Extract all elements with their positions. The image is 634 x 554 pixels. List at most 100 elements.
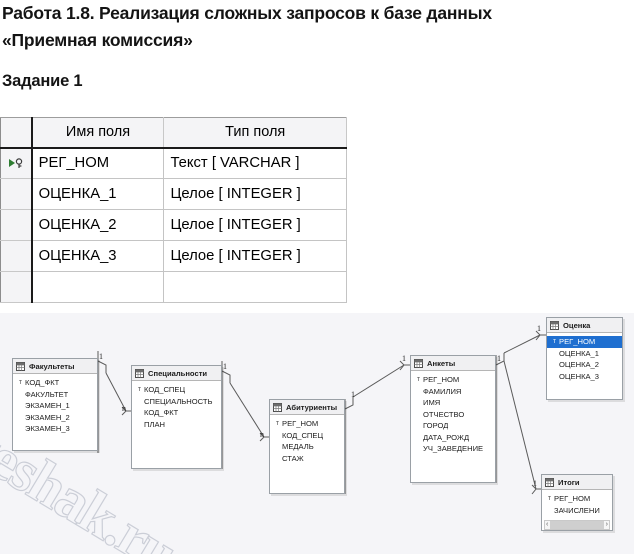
entity-ocenka[interactable]: Оценка ᴛ РЕГ_НОМ ОЦЕНКА_1 ОЦЕНКА_2 ОЦЕНК <box>546 317 623 400</box>
entity-field[interactable]: УЧ_ЗАВЕДЕНИЕ <box>411 443 495 455</box>
cardinality-label-fakultety-one: 1 <box>99 352 103 361</box>
entity-header[interactable]: Итоги <box>542 475 612 490</box>
entity-header[interactable]: Специальности <box>132 366 221 381</box>
entity-field[interactable]: ᴛ КОД_СПЕЦ <box>132 384 221 396</box>
table-grid-icon <box>414 358 423 368</box>
scrollbar-thumb[interactable] <box>550 521 604 529</box>
field-type-cell[interactable] <box>163 271 347 303</box>
page-title-line-2: «Приемная комиссия» <box>2 30 193 50</box>
entity-field[interactable]: МЕДАЛЬ <box>270 441 344 453</box>
field-name-cell[interactable]: ОЦЕНКА_1 <box>31 178 165 210</box>
entity-field[interactable]: ᴛ РЕГ_НОМ <box>542 493 612 505</box>
entity-header[interactable]: Факультеты <box>13 359 97 374</box>
entity-field[interactable]: ИМЯ <box>411 397 495 409</box>
entity-field-selected[interactable]: ᴛ РЕГ_НОМ <box>547 336 622 348</box>
entity-field[interactable]: КОД_СПЕЦ <box>270 430 344 442</box>
field-label: КОД_ФКТ <box>25 378 60 388</box>
field-label: КОД_СПЕЦ <box>282 430 324 440</box>
entity-field[interactable]: ЭКЗАМЕН_3 <box>13 423 97 435</box>
entity-field[interactable]: ЭКЗАМЕН_1 <box>13 400 97 412</box>
entity-field[interactable]: ОЦЕНКА_1 <box>547 348 622 360</box>
field-type-cell[interactable]: Целое [ INTEGER ] <box>163 209 347 241</box>
entity-field[interactable]: ᴛ РЕГ_НОМ <box>411 374 495 386</box>
entity-field[interactable]: ПЛАН <box>132 419 221 431</box>
entity-field[interactable]: ЗАЧИСЛЕНИ <box>542 505 612 517</box>
field-type-cell[interactable]: Целое [ INTEGER ] <box>163 178 347 210</box>
row-selector[interactable] <box>0 209 33 241</box>
row-selector[interactable] <box>0 271 33 303</box>
entity-field-list: ᴛ КОД_СПЕЦ СПЕЦИАЛЬНОСТЬ КОД_ФКТ ПЛАН <box>132 381 221 432</box>
field-name-cell[interactable]: ОЦЕНКА_2 <box>31 209 165 241</box>
entity-field[interactable]: ГОРОД <box>411 420 495 432</box>
table-grid-icon <box>135 368 144 378</box>
field-label: ОТЧЕСТВО <box>423 409 465 419</box>
field-label: РЕГ_НОМ <box>423 375 460 385</box>
entity-header[interactable]: Оценка <box>547 318 622 333</box>
entity-field[interactable]: ОЦЕНКА_3 <box>547 371 622 383</box>
entity-field[interactable]: СТАЖ <box>270 453 344 465</box>
entity-itogi[interactable]: Итоги ᴛ РЕГ_НОМ ЗАЧИСЛЕНИ ‹ › <box>541 474 613 531</box>
entity-field[interactable]: ЭКЗАМЕН_2 <box>13 412 97 424</box>
scroll-right-arrow-icon[interactable]: › <box>605 521 608 528</box>
field-name-cell[interactable] <box>31 271 165 303</box>
primary-key-icon: ᴛ <box>552 338 557 346</box>
entity-header[interactable]: Анкеты <box>411 356 495 371</box>
column-header-field-name[interactable]: Имя поля <box>31 117 165 149</box>
field-label: ЭКЗАМЕН_2 <box>25 412 70 422</box>
field-name-cell[interactable]: ОЦЕНКА_3 <box>31 240 165 272</box>
entity-title: Итоги <box>558 477 580 487</box>
field-definition-grid[interactable]: Имя поля Тип поля Р <box>0 117 347 310</box>
field-label: СТАЖ <box>282 453 304 463</box>
field-label: МЕДАЛЬ <box>282 442 314 452</box>
cardinality-label-ankety-right: 1 <box>497 354 501 363</box>
entity-field[interactable]: СПЕЦИАЛЬНОСТЬ <box>132 396 221 408</box>
entity-field[interactable]: ФАМИЛИЯ <box>411 386 495 398</box>
entity-title: Абитуриенты <box>286 402 338 412</box>
table-row-empty[interactable] <box>0 271 347 303</box>
horizontal-scrollbar[interactable]: ‹ › <box>544 520 610 530</box>
row-selector[interactable] <box>0 178 33 210</box>
entity-ankety[interactable]: Анкеты ᴛ РЕГ_НОМ ФАМИЛИЯ ИМЯ ОТЧЕСТВО <box>410 355 496 483</box>
entity-abiturienty[interactable]: Абитуриенты ᴛ РЕГ_НОМ КОД_СПЕЦ МЕДАЛЬ СТ <box>269 399 345 494</box>
entity-field[interactable]: КОД_ФКТ <box>132 407 221 419</box>
scroll-left-arrow-icon[interactable]: ‹ <box>546 521 549 528</box>
column-header-field-type[interactable]: Тип поля <box>163 117 347 149</box>
field-label: ДАТА_РОЖД <box>423 432 470 442</box>
entity-field[interactable]: ФАКУЛЬТЕТ <box>13 389 97 401</box>
relationships-diagram[interactable]: Факультеты ᴛ КОД_ФКТ ФАКУЛЬТЕТ ЭКЗАМЕН_1 <box>0 313 634 554</box>
table-row[interactable]: ОЦЕНКА_1 Целое [ INTEGER ] <box>0 178 347 210</box>
entity-field-list: ᴛ РЕГ_НОМ КОД_СПЕЦ МЕДАЛЬ СТАЖ <box>270 415 344 466</box>
cardinality-label-ankety-left: 1 <box>402 354 406 363</box>
entity-fakultety[interactable]: Факультеты ᴛ КОД_ФКТ ФАКУЛЬТЕТ ЭКЗАМЕН_1 <box>12 358 98 451</box>
field-label: РЕГ_НОМ <box>282 419 319 429</box>
field-type-cell[interactable]: Текст [ VARCHAR ] <box>163 147 347 179</box>
current-record-key-icon <box>7 157 25 169</box>
field-label: УЧ_ЗАВЕДЕНИЕ <box>423 444 484 454</box>
entity-header[interactable]: Абитуриенты <box>270 400 344 415</box>
entity-field[interactable]: ᴛ РЕГ_НОМ <box>270 418 344 430</box>
cardinality-label-itogi-one: 1 <box>533 479 537 488</box>
table-grid-icon <box>545 477 554 487</box>
entity-field[interactable]: ДАТА_РОЖД <box>411 432 495 444</box>
row-selector[interactable] <box>0 240 33 272</box>
entity-field[interactable]: ОТЧЕСТВО <box>411 409 495 421</box>
table-row[interactable]: ОЦЕНКА_2 Целое [ INTEGER ] <box>0 209 347 241</box>
field-label: ОЦЕНКА_1 <box>559 348 600 358</box>
field-label: ФАКУЛЬТЕТ <box>25 389 69 399</box>
entity-specialnosti[interactable]: Специальности ᴛ КОД_СПЕЦ СПЕЦИАЛЬНОСТЬ К… <box>131 365 222 469</box>
field-label: ЗАЧИСЛЕНИ <box>554 505 600 515</box>
table-row[interactable]: РЕГ_НОМ Текст [ VARCHAR ] <box>0 147 347 179</box>
field-name-cell[interactable]: РЕГ_НОМ <box>31 147 165 179</box>
entity-field[interactable]: ОЦЕНКА_2 <box>547 359 622 371</box>
row-selector-primary-key[interactable] <box>0 147 33 179</box>
field-label: ЭКЗАМЕН_1 <box>25 401 70 411</box>
table-grid-icon <box>550 320 559 330</box>
table-row[interactable]: ОЦЕНКА_3 Целое [ INTEGER ] <box>0 240 347 272</box>
field-label: ЭКЗАМЕН_3 <box>25 424 70 434</box>
entity-field[interactable]: ᴛ КОД_ФКТ <box>13 377 97 389</box>
field-label: РЕГ_НОМ <box>554 494 591 504</box>
entity-field-list: ᴛ РЕГ_НОМ ЗАЧИСЛЕНИ <box>542 490 612 518</box>
field-type-cell[interactable]: Целое [ INTEGER ] <box>163 240 347 272</box>
field-label: ПЛАН <box>144 419 165 429</box>
primary-key-icon: ᴛ <box>275 420 280 428</box>
